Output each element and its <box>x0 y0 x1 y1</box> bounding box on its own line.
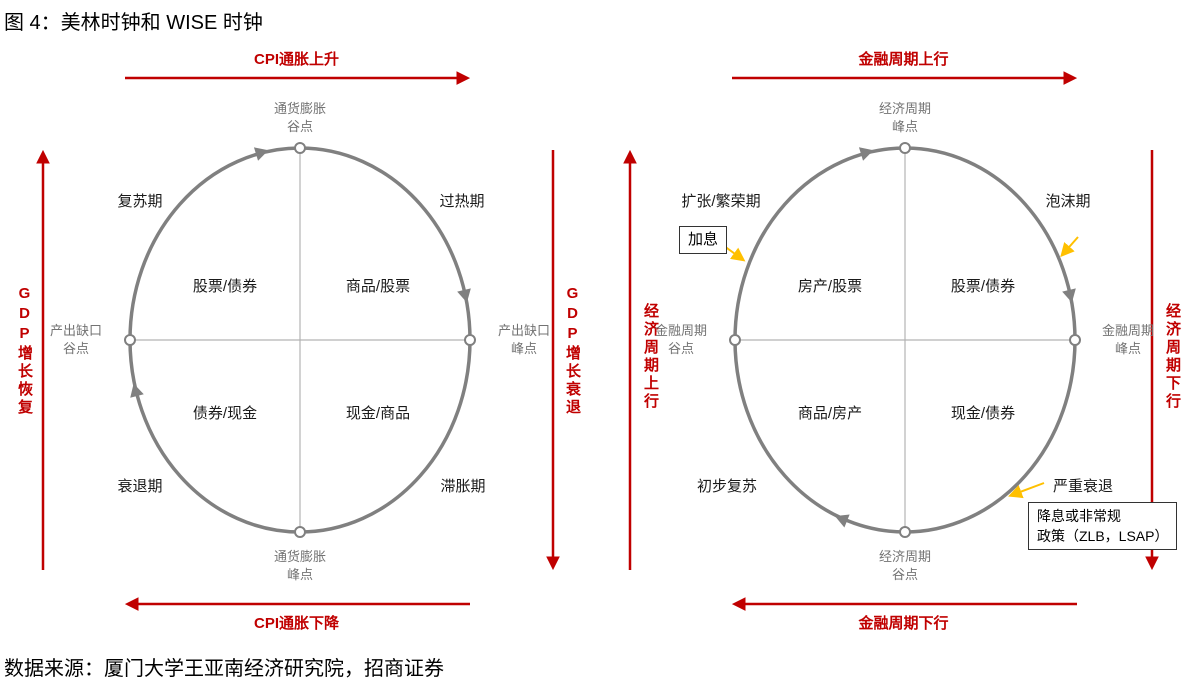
wise-phase-bubble: 泡沫期 <box>1045 193 1091 210</box>
wise-node-bottom-line1: 经济周期 <box>878 549 931 564</box>
merrill-asset-top-right: 商品/股票 <box>345 278 411 295</box>
merrill-asset-bottom-right: 现金/商品 <box>345 405 411 422</box>
data-source-note: 数据来源：厦门大学王亚南经济研究院，招商证券 <box>4 658 444 680</box>
easing-policy-annotation-box: 降息或非常规 政策（ZLB，LSAP） <box>1028 502 1178 550</box>
bubble-pointer-arrow <box>1060 236 1079 258</box>
wise-node-right-line2: 峰点 <box>1114 341 1141 356</box>
wise-asset-bottom-right: 现金/债券 <box>950 405 1016 422</box>
merrill-axis-top-label: CPI通胀上升 <box>253 51 339 68</box>
merrill-node-left-label: 产出缺口 谷点 <box>28 322 124 358</box>
merrill-node-bottom-label: 通货膨胀 峰点 <box>250 548 350 584</box>
merrill-axis-right-label: GDP增长衰退 <box>564 285 581 417</box>
merrill-node-right-line1: 产出缺口 <box>497 323 550 338</box>
rate-hike-annotation-box: 加息 <box>679 226 728 254</box>
recession-pointer-arrow <box>1008 482 1045 499</box>
merrill-clock-graphics <box>36 71 560 611</box>
merrill-node-top-label: 通货膨胀 谷点 <box>250 100 350 136</box>
wise-node-bottom-label: 经济周期 谷点 <box>855 548 955 584</box>
merrill-node-top-line1: 通货膨胀 <box>273 101 326 116</box>
wise-asset-bottom-left: 商品/房产 <box>797 405 863 422</box>
wise-phase-expansion: 扩张/繁荣期 <box>681 193 761 210</box>
wise-phase-severe-recession: 严重衰退 <box>1052 478 1113 495</box>
merrill-phase-recovery: 复苏期 <box>117 193 163 210</box>
wise-node-left-line1: 金融周期 <box>654 323 707 338</box>
wise-axis-top-label: 金融周期上行 <box>858 51 949 68</box>
wise-axis-right-label: 经济周期下行 <box>1164 303 1181 411</box>
easing-policy-line2: 政策（ZLB，LSAP） <box>1037 528 1169 544</box>
figure-title: 图 4：美林时钟和 WISE 时钟 <box>4 12 263 34</box>
wise-axis-bottom-label: 金融周期下行 <box>858 615 949 632</box>
wise-phase-early-recovery: 初步复苏 <box>696 478 757 495</box>
merrill-asset-top-left: 股票/债券 <box>192 278 258 295</box>
wise-axis-arrows <box>623 71 1159 611</box>
wise-node-top-line1: 经济周期 <box>878 101 931 116</box>
merrill-node-bottom-line2: 峰点 <box>286 567 313 582</box>
merrill-turning-point-nodes <box>124 142 476 538</box>
wise-node-bottom-line2: 谷点 <box>891 567 918 582</box>
wise-asset-top-right: 股票/债券 <box>950 278 1016 295</box>
merrill-node-right-label: 产出缺口 峰点 <box>476 322 572 358</box>
wise-node-right-label: 金融周期 峰点 <box>1080 322 1176 358</box>
merrill-node-left-line2: 谷点 <box>62 341 89 356</box>
merrill-phase-stagflation: 滞胀期 <box>440 478 486 495</box>
wise-clock-graphics <box>623 71 1159 611</box>
wise-node-top-line2: 峰点 <box>891 119 918 134</box>
easing-policy-line1: 降息或非常规 <box>1037 508 1121 524</box>
wise-clockwise-direction-arrows <box>834 147 1076 528</box>
merrill-phase-recession: 衰退期 <box>117 478 163 495</box>
merrill-node-right-line2: 峰点 <box>510 341 537 356</box>
wise-node-left-label: 金融周期 谷点 <box>633 322 729 358</box>
merrill-node-bottom-line1: 通货膨胀 <box>273 549 326 564</box>
merrill-asset-bottom-left: 债券/现金 <box>192 405 258 422</box>
wise-asset-top-left: 房产/股票 <box>797 278 863 295</box>
wise-node-right-line1: 金融周期 <box>1101 323 1154 338</box>
wise-node-left-line2: 谷点 <box>667 341 694 356</box>
merrill-node-left-line1: 产出缺口 <box>49 323 102 338</box>
wise-turning-point-nodes <box>729 142 1081 538</box>
merrill-axis-arrows <box>36 71 560 611</box>
merrill-clockwise-direction-arrows <box>130 147 471 398</box>
merrill-node-top-line2: 谷点 <box>286 119 313 134</box>
wise-axis-left-label: 经济周期上行 <box>642 303 659 411</box>
merrill-axis-bottom-label: CPI通胀下降 <box>253 615 339 632</box>
merrill-axis-left-label: GDP增长恢复 <box>16 285 33 417</box>
merrill-phase-overheat: 过热期 <box>439 193 485 210</box>
wise-node-top-label: 经济周期 峰点 <box>855 100 955 136</box>
